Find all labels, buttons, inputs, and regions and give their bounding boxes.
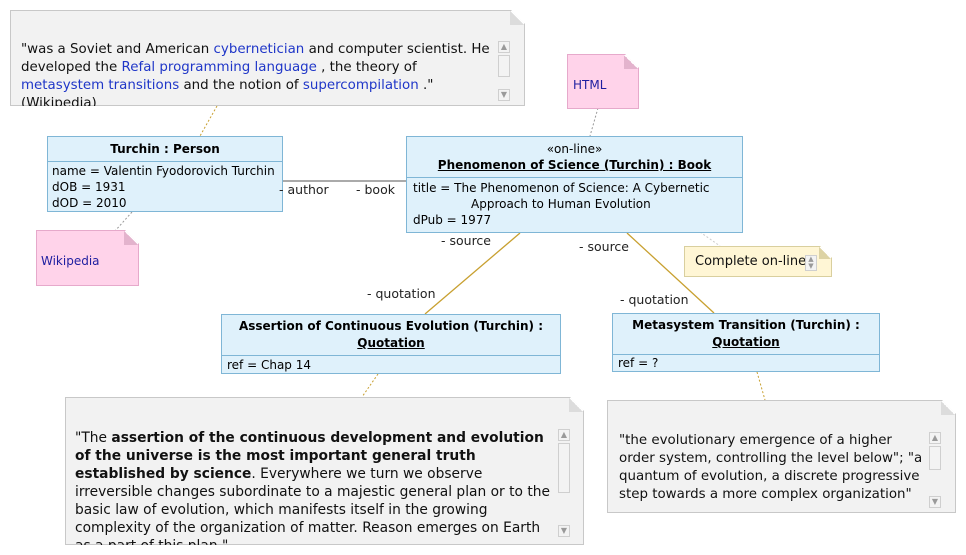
scroll-thumb[interactable] — [498, 55, 510, 77]
note-link-wiki-person — [199, 105, 218, 137]
mst-title: Metasystem Transition (Turchin) : — [632, 318, 860, 332]
scroll-thumb[interactable] — [929, 446, 941, 470]
scroll-up-icon[interactable]: ▲ — [498, 41, 510, 53]
metasystem-transition-object[interactable]: Metasystem Transition (Turchin) : Quotat… — [612, 313, 880, 372]
wikipedia-note-label: Wikipedia — [41, 254, 100, 268]
person-attr-name: name = Valentin Fyodorovich Turchin — [52, 164, 275, 178]
assertion-quote-text: "The assertion of the continuous develop… — [75, 430, 550, 554]
scroll-down-icon[interactable]: ▼ — [929, 496, 941, 508]
note-scrollbar[interactable]: ▲ ▼ — [498, 41, 510, 113]
book-attr-title: title = The Phenomenon of Science: A Cyb… — [413, 181, 710, 195]
complete-online-label: Complete on-line — [695, 254, 807, 269]
role-book: - book — [356, 182, 395, 197]
person-attr-dob: dOB = 1931 — [52, 180, 126, 194]
role-quotation-left: - quotation — [367, 286, 436, 301]
book-attr-pub: dPub = 1977 — [413, 213, 492, 227]
html-note[interactable]: HTML — [567, 54, 639, 109]
role-author: - author — [279, 182, 329, 197]
person-object[interactable]: Turchin : Person name = Valentin Fyodoro… — [47, 136, 283, 212]
wikipedia-note[interactable]: Wikipedia — [36, 230, 139, 286]
note-link-html-book — [589, 107, 599, 137]
scroll-thumb[interactable] — [558, 443, 570, 493]
html-note-label: HTML — [573, 78, 607, 92]
note-link-complete-book — [699, 231, 721, 247]
scroll-up-icon[interactable]: ▲ — [929, 432, 941, 444]
scroll-up-icon[interactable]: ▲ — [558, 429, 570, 441]
link-refal[interactable]: Refal programming language — [121, 60, 317, 75]
assertion-attr-ref: ref = Chap 14 — [227, 358, 311, 372]
role-quotation-right: - quotation — [620, 292, 689, 307]
person-title: Turchin : Person — [110, 142, 220, 156]
assertion-title: Assertion of Continuous Evolution (Turch… — [238, 319, 544, 333]
book-title: Phenomenon of Science (Turchin) : Book — [437, 158, 712, 172]
book-attr-title-cont: Approach to Human Evolution — [471, 197, 651, 211]
scroll-down-icon[interactable]: ▼ — [498, 89, 510, 101]
role-source-left: - source — [441, 233, 491, 248]
link-supercompilation[interactable]: supercompilation — [302, 78, 419, 93]
note-link-wikipedia-person — [114, 211, 133, 232]
mst-attr-ref: ref = ? — [618, 356, 659, 370]
assertion-quote-note: "The assertion of the continuous develop… — [65, 397, 584, 545]
complete-online-note[interactable]: Complete on-line ▲▼ — [684, 246, 832, 277]
scroll-icon[interactable]: ▲▼ — [805, 255, 817, 271]
association-book-mst[interactable] — [626, 232, 715, 314]
link-cybernetician[interactable]: cybernetician — [213, 42, 305, 57]
role-source-right: - source — [579, 239, 629, 254]
scroll-down-icon[interactable]: ▼ — [558, 525, 570, 537]
note-scrollbar[interactable]: ▲ ▼ — [929, 432, 941, 512]
mst-title-type: Quotation — [712, 335, 780, 349]
book-object[interactable]: «on-line» Phenomenon of Science (Turchin… — [406, 136, 743, 233]
note-link-mst-quote — [756, 371, 766, 401]
assertion-title-type: Quotation — [357, 336, 425, 350]
association-book-assertion[interactable] — [424, 232, 521, 315]
note-link-assertion-quote — [361, 373, 379, 398]
note-scrollbar[interactable]: ▲ ▼ — [558, 429, 570, 541]
mst-quote-text: "the evolutionary emergence of a higher … — [619, 433, 923, 502]
link-metasystem-transitions[interactable]: metasystem transitions — [21, 78, 180, 93]
person-attr-dod: dOD = 2010 — [52, 196, 127, 210]
wikipedia-quote-note: "was a Soviet and American cybernetician… — [10, 10, 525, 106]
assertion-quotation-object[interactable]: Assertion of Continuous Evolution (Turch… — [221, 314, 561, 374]
wikipedia-quote-text: "was a Soviet and American cybernetician… — [21, 42, 490, 111]
mst-quote-note: "the evolutionary emergence of a higher … — [607, 400, 956, 513]
book-stereotype: «on-line» — [546, 142, 603, 156]
